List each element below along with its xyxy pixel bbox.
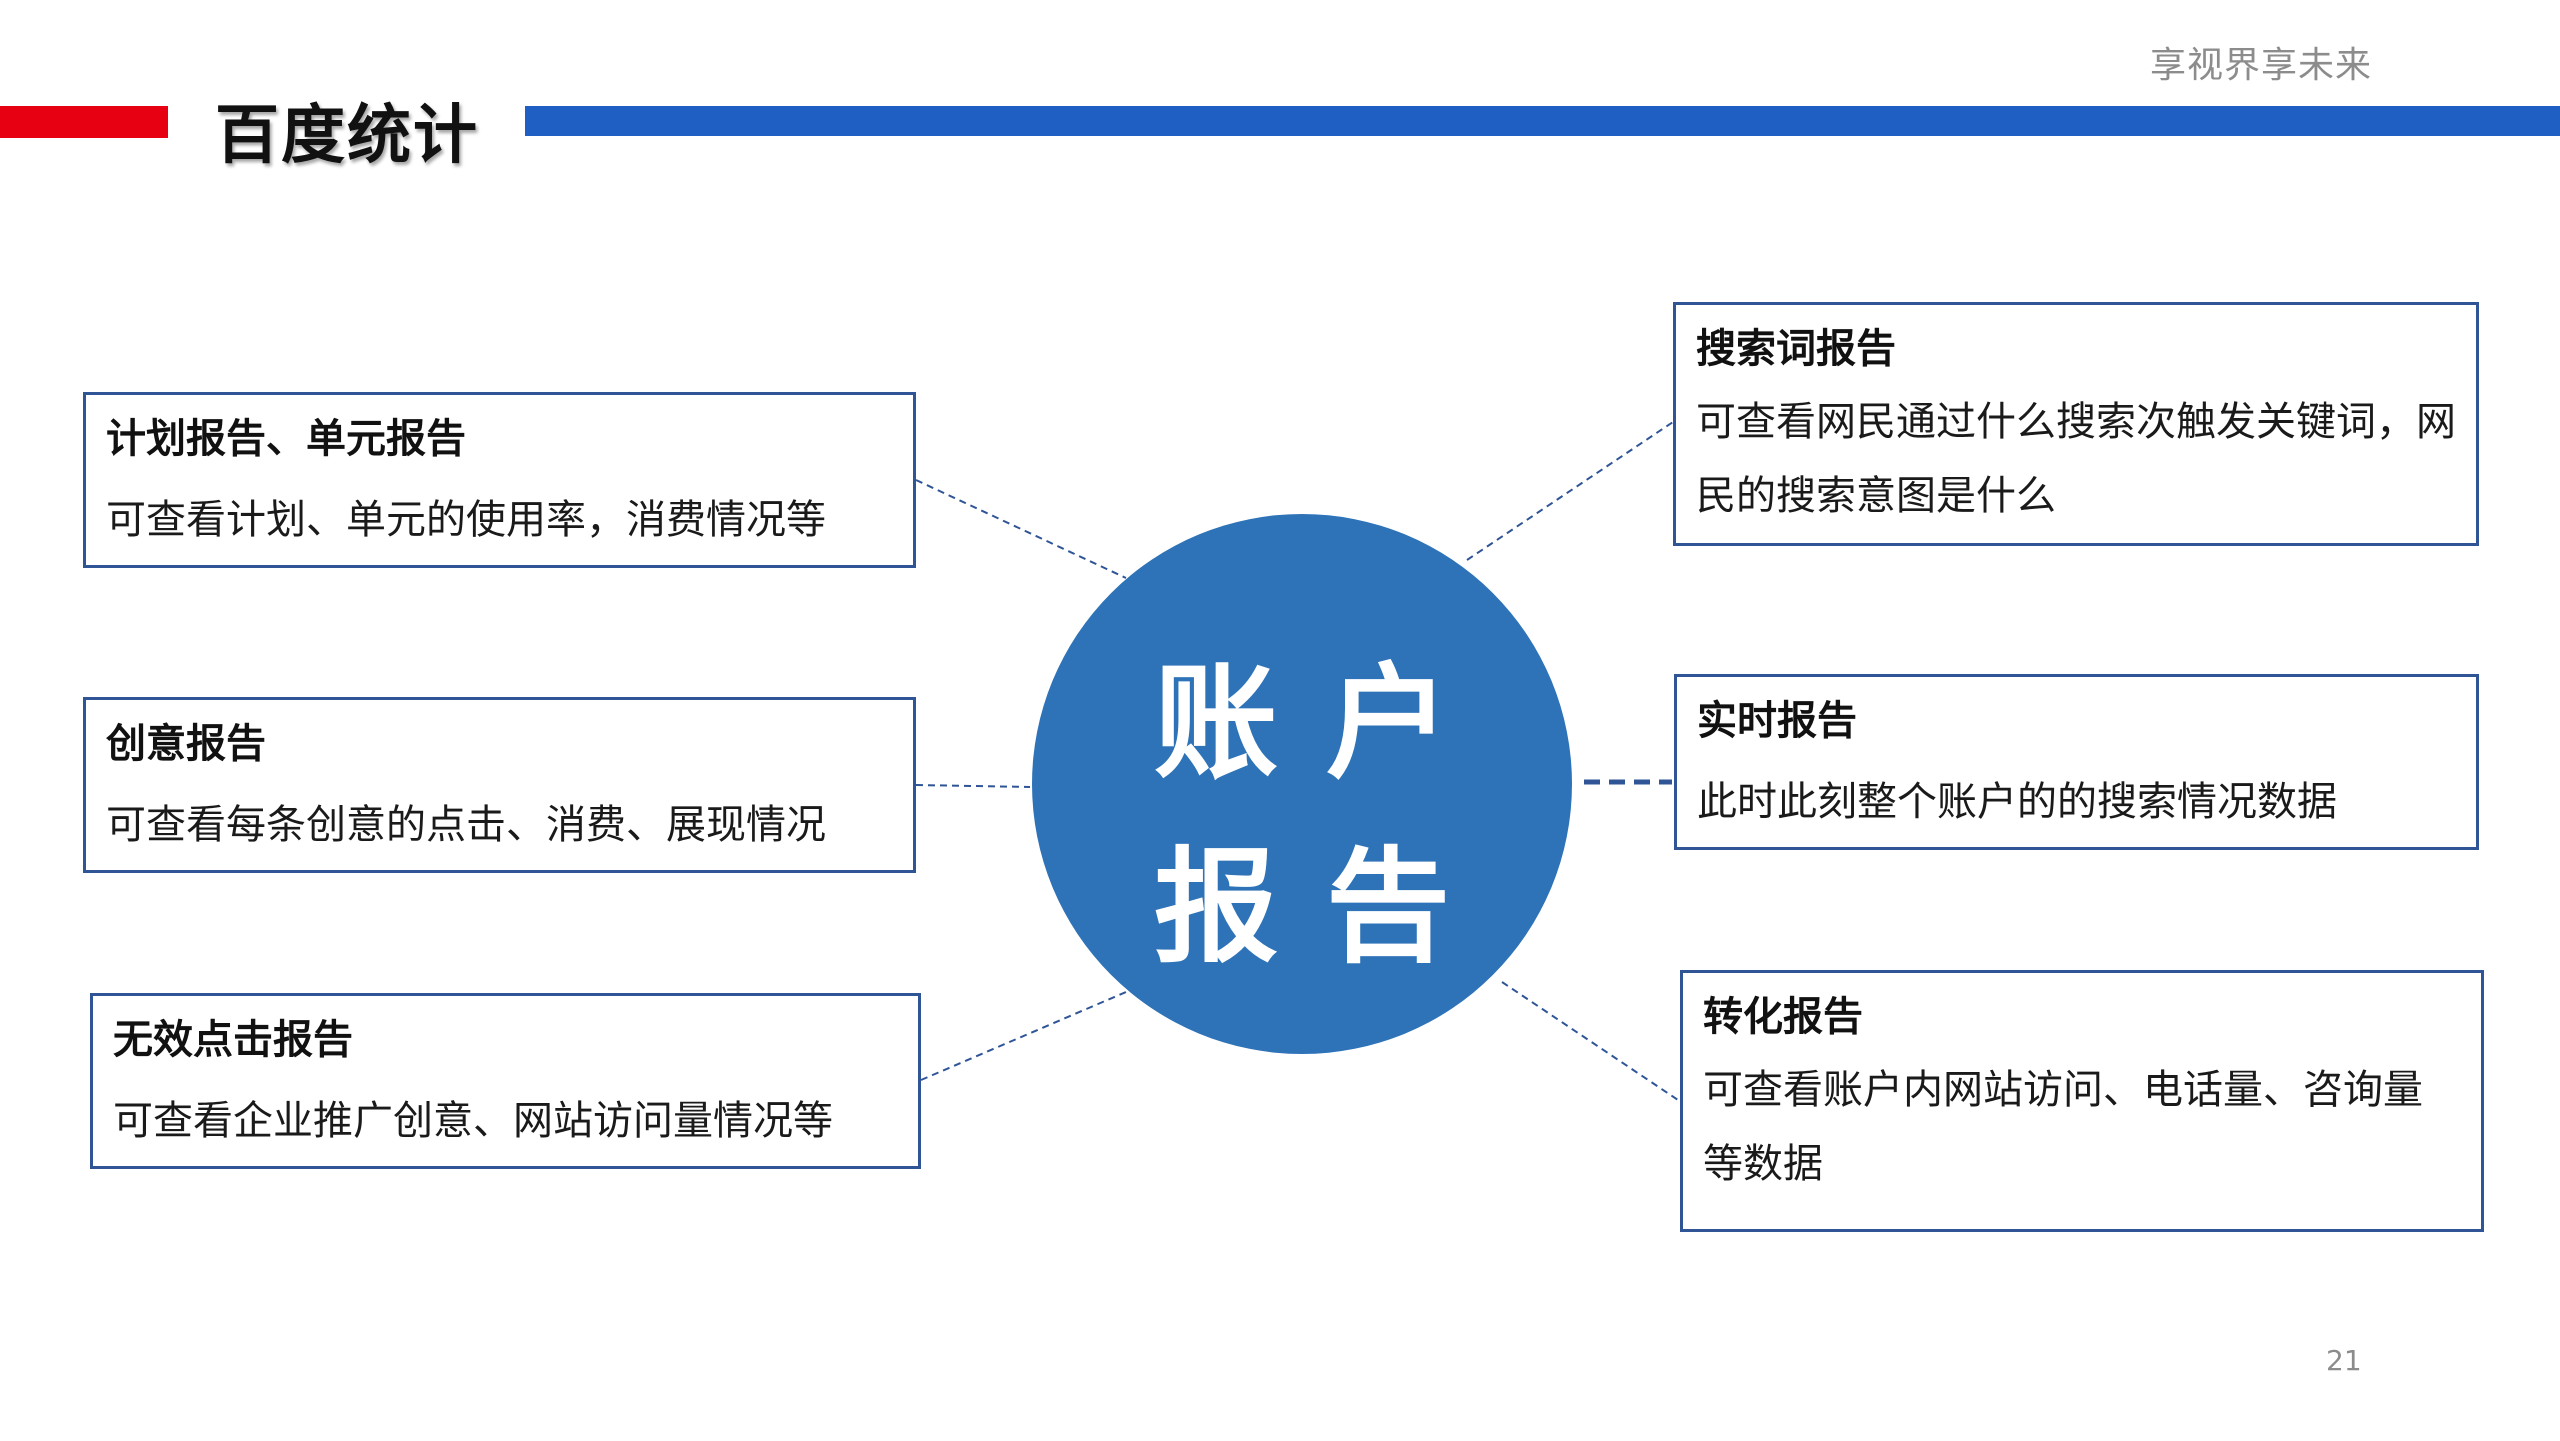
creative-report-description: 可查看每条创意的点击、消费、展现情况 [106, 802, 826, 848]
connector-conversion [1501, 981, 1679, 1101]
connector-plan [915, 479, 1127, 579]
realtime-report-card: 实时报告 此时此刻整个账户的的搜索情况数据 [1674, 674, 2479, 850]
hub-title-line-1: 账户 [1153, 652, 1498, 796]
connector-invalid [920, 991, 1127, 1081]
invalid-click-report-card: 无效点击报告 可查看企业推广创意、网站访问量情况等 [90, 993, 921, 1169]
search-term-report-description: 可查看网民通过什么搜索次触发关键词，网民的搜索意图是什么 [1696, 399, 2456, 519]
plan-unit-report-title: 计划报告、单元报告 [106, 416, 466, 462]
connector-search [1466, 421, 1674, 561]
realtime-report-description: 此时此刻整个账户的的搜索情况数据 [1697, 779, 2337, 825]
conversion-report-description: 可查看账户内网站访问、电话量、咨询量等数据 [1703, 1067, 2423, 1187]
invalid-click-report-title: 无效点击报告 [113, 1017, 353, 1063]
account-report-hub: 账户 报告 [1032, 514, 1572, 1054]
plan-unit-report-description: 可查看计划、单元的使用率，消费情况等 [106, 497, 826, 543]
connector-creative [915, 784, 1031, 788]
plan-unit-report-card: 计划报告、单元报告 可查看计划、单元的使用率，消费情况等 [83, 392, 916, 568]
hub-title-line-2: 报告 [1153, 836, 1498, 980]
title-accent-bar-red [0, 106, 168, 138]
creative-report-card: 创意报告 可查看每条创意的点击、消费、展现情况 [83, 697, 916, 873]
title-accent-bar-blue [525, 106, 2560, 136]
slogan-text: 享视界享未来 [2150, 45, 2373, 86]
conversion-report-title: 转化报告 [1703, 994, 1863, 1040]
invalid-click-report-description: 可查看企业推广创意、网站访问量情况等 [113, 1098, 833, 1144]
creative-report-title: 创意报告 [106, 721, 266, 767]
search-term-report-title: 搜索词报告 [1696, 326, 1896, 372]
conversion-report-card: 转化报告 可查看账户内网站访问、电话量、咨询量等数据 [1680, 970, 2484, 1232]
page-title: 百度统计 [215, 99, 479, 173]
search-term-report-card: 搜索词报告 可查看网民通过什么搜索次触发关键词，网民的搜索意图是什么 [1673, 302, 2479, 546]
page-number: 21 [2326, 1344, 2362, 1377]
realtime-report-title: 实时报告 [1697, 698, 1857, 744]
